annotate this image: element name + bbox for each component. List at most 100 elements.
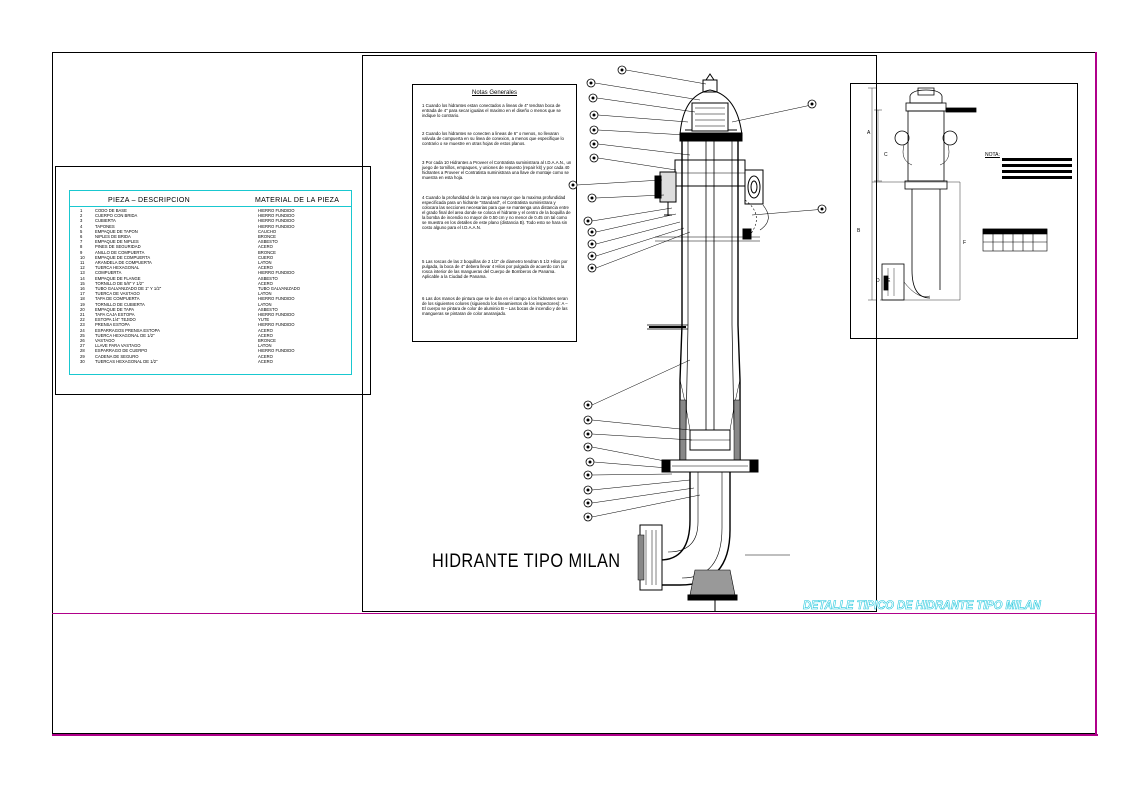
legend-row-description: TORNILLO DE CUBIERTA xyxy=(95,301,145,307)
dim-label-d: D xyxy=(876,278,880,284)
legend-row-number: 30 xyxy=(80,358,85,364)
legend-row-material: LATON xyxy=(258,343,272,349)
legend-row-number: 7 xyxy=(80,239,83,245)
note-item: 6 Las dos manos de pintura que se le dan… xyxy=(422,296,568,316)
hydrant-elevation-detail xyxy=(868,87,977,301)
legend-row-description: TUERCAS HEXAGONAL DE 1/2" xyxy=(95,358,158,364)
legend-row-material: ACERO xyxy=(258,327,273,333)
legend-row-material: HIERRO FUNDIDO xyxy=(258,322,295,328)
legend-row-number: 15 xyxy=(80,280,85,286)
callout-leader xyxy=(594,82,701,101)
callout-dot xyxy=(820,207,824,211)
legend-row-description: VASTAGO xyxy=(95,338,115,343)
callout-leader xyxy=(595,213,677,233)
note-item: 3 Por cada 10 Hidrantes a Proveer el Con… xyxy=(422,160,572,180)
legend-row-material: HIERRO FUNDIDO xyxy=(258,208,295,213)
callout-leader xyxy=(597,157,677,171)
legend-row-number: 10 xyxy=(80,254,85,260)
legend-row-material: LATON xyxy=(258,260,272,265)
legend-row-material: CAUCHO xyxy=(258,228,277,234)
callout-dot xyxy=(586,501,590,505)
legend-row-number: 12 xyxy=(80,265,85,271)
legend-row-description: ANILLO DE COMPUERTA xyxy=(95,249,145,255)
callout-leader xyxy=(595,194,665,199)
legend-row-description: ESPARRAGO DE CUERPO xyxy=(95,348,148,354)
callout-leader xyxy=(591,479,691,491)
callout-dot xyxy=(586,515,590,519)
legend-row-number: 1 xyxy=(80,208,83,213)
legend-row-description: EMPAQUE DE TAPA xyxy=(95,306,135,312)
callout-balloons xyxy=(568,65,827,522)
legend-header-rule xyxy=(69,206,352,207)
notes-box xyxy=(412,84,577,342)
sheet-title: DETALLE TIPICO DE HIDRANTE TIPO MILAN xyxy=(803,598,1041,613)
legend-row-description: TUERCA DE VASTAGO xyxy=(95,291,140,297)
legend-row-material: HIERRO FUNDIDO xyxy=(258,223,295,229)
callout-dot xyxy=(586,418,590,422)
legend-row-number: 3 xyxy=(80,218,83,224)
legend-row-material: ACERO xyxy=(258,280,273,286)
sheet-margin-right xyxy=(1095,52,1097,736)
legend-row-number: 6 xyxy=(80,234,83,239)
legend-row-material: HIERRO FUNDIDO xyxy=(258,213,295,219)
callout-leader xyxy=(595,227,685,257)
legend-row-number: 21 xyxy=(80,312,85,317)
legend-row-number: 8 xyxy=(80,244,83,250)
callout-dot xyxy=(590,266,594,270)
legend-row-description: EMPAQUE DE COMPUERTA xyxy=(95,254,151,260)
legend-header-piece: PIEZA – DESCRIPCION xyxy=(108,197,190,204)
dim-label-e: E xyxy=(887,278,891,284)
callout-dot xyxy=(589,81,593,85)
legend-row-description: PINES DE SEGURIDAD xyxy=(95,244,141,250)
legend-row-number: 19 xyxy=(80,301,85,307)
callout-dot xyxy=(586,488,590,492)
note-item: 5 Las roscas de las 2 boquillas de 2 1/2… xyxy=(422,259,568,279)
legend-row-number: 26 xyxy=(80,338,85,343)
legend-row-material: BRONCE xyxy=(258,234,276,239)
legend-row-number: 17 xyxy=(80,291,85,297)
callout-leader xyxy=(597,143,691,156)
title-block-divider xyxy=(52,613,1096,614)
callout-leader xyxy=(625,69,707,85)
legend-row-material: HIERRO FUNDIDO xyxy=(258,348,295,354)
legend-table xyxy=(69,190,352,375)
callout-dot xyxy=(592,113,596,117)
callout-leader xyxy=(593,461,669,469)
callout-dot xyxy=(810,102,814,106)
nota-label: NOTA: xyxy=(985,152,1000,158)
callout-dot xyxy=(591,96,595,100)
elevation-detail-frame xyxy=(850,83,1078,339)
callout-leader xyxy=(591,207,673,222)
callout-dot xyxy=(590,254,594,258)
dim-label-a: A xyxy=(867,130,871,136)
legend-row-number: 4 xyxy=(80,223,83,229)
note-item: 1 Cuando los hidrantes estan conectados … xyxy=(422,103,561,118)
legend-row-description: EMPAQUE DE TAPON xyxy=(95,228,138,234)
legend-row-number: 25 xyxy=(80,332,85,338)
callout-leader xyxy=(751,208,827,216)
bonnet-cap xyxy=(679,89,743,136)
legend-row-material: HIERRO FUNDIDO xyxy=(258,296,295,302)
dim-label-b: B xyxy=(857,228,861,234)
callout-leader xyxy=(591,446,671,463)
callout-leader xyxy=(595,231,691,269)
legend-row-description: TUERCA HEXAGONAL DE 1/2" xyxy=(95,332,155,338)
callout-dot xyxy=(590,242,594,246)
legend-row-description: EMPAQUE DE FLANGE xyxy=(95,275,141,281)
legend-frame xyxy=(55,166,371,395)
callout-dot xyxy=(620,68,624,72)
legend-row-material: BRONCE xyxy=(258,249,276,255)
legend-row-material: ASBESTO xyxy=(258,239,278,245)
legend-row-description: CUERPO CON BRIDA xyxy=(95,213,138,219)
callout-dot xyxy=(586,219,590,223)
legend-row-description: EMPAQUE DE NIPLES xyxy=(95,239,139,245)
legend-row-number: 24 xyxy=(80,327,85,333)
callout-dot xyxy=(586,445,590,449)
legend-row-description: CUBIERTA xyxy=(95,218,116,224)
legend-row-description: PRENSA ESTOPA xyxy=(95,322,130,328)
legend-row-material: ACERO xyxy=(258,353,273,359)
legend-row-description: TAPA CAJA ESTOPA xyxy=(95,312,135,317)
legend-row-material: LATON xyxy=(258,291,272,297)
callout-dot xyxy=(586,432,590,436)
callout-leader xyxy=(591,433,693,441)
